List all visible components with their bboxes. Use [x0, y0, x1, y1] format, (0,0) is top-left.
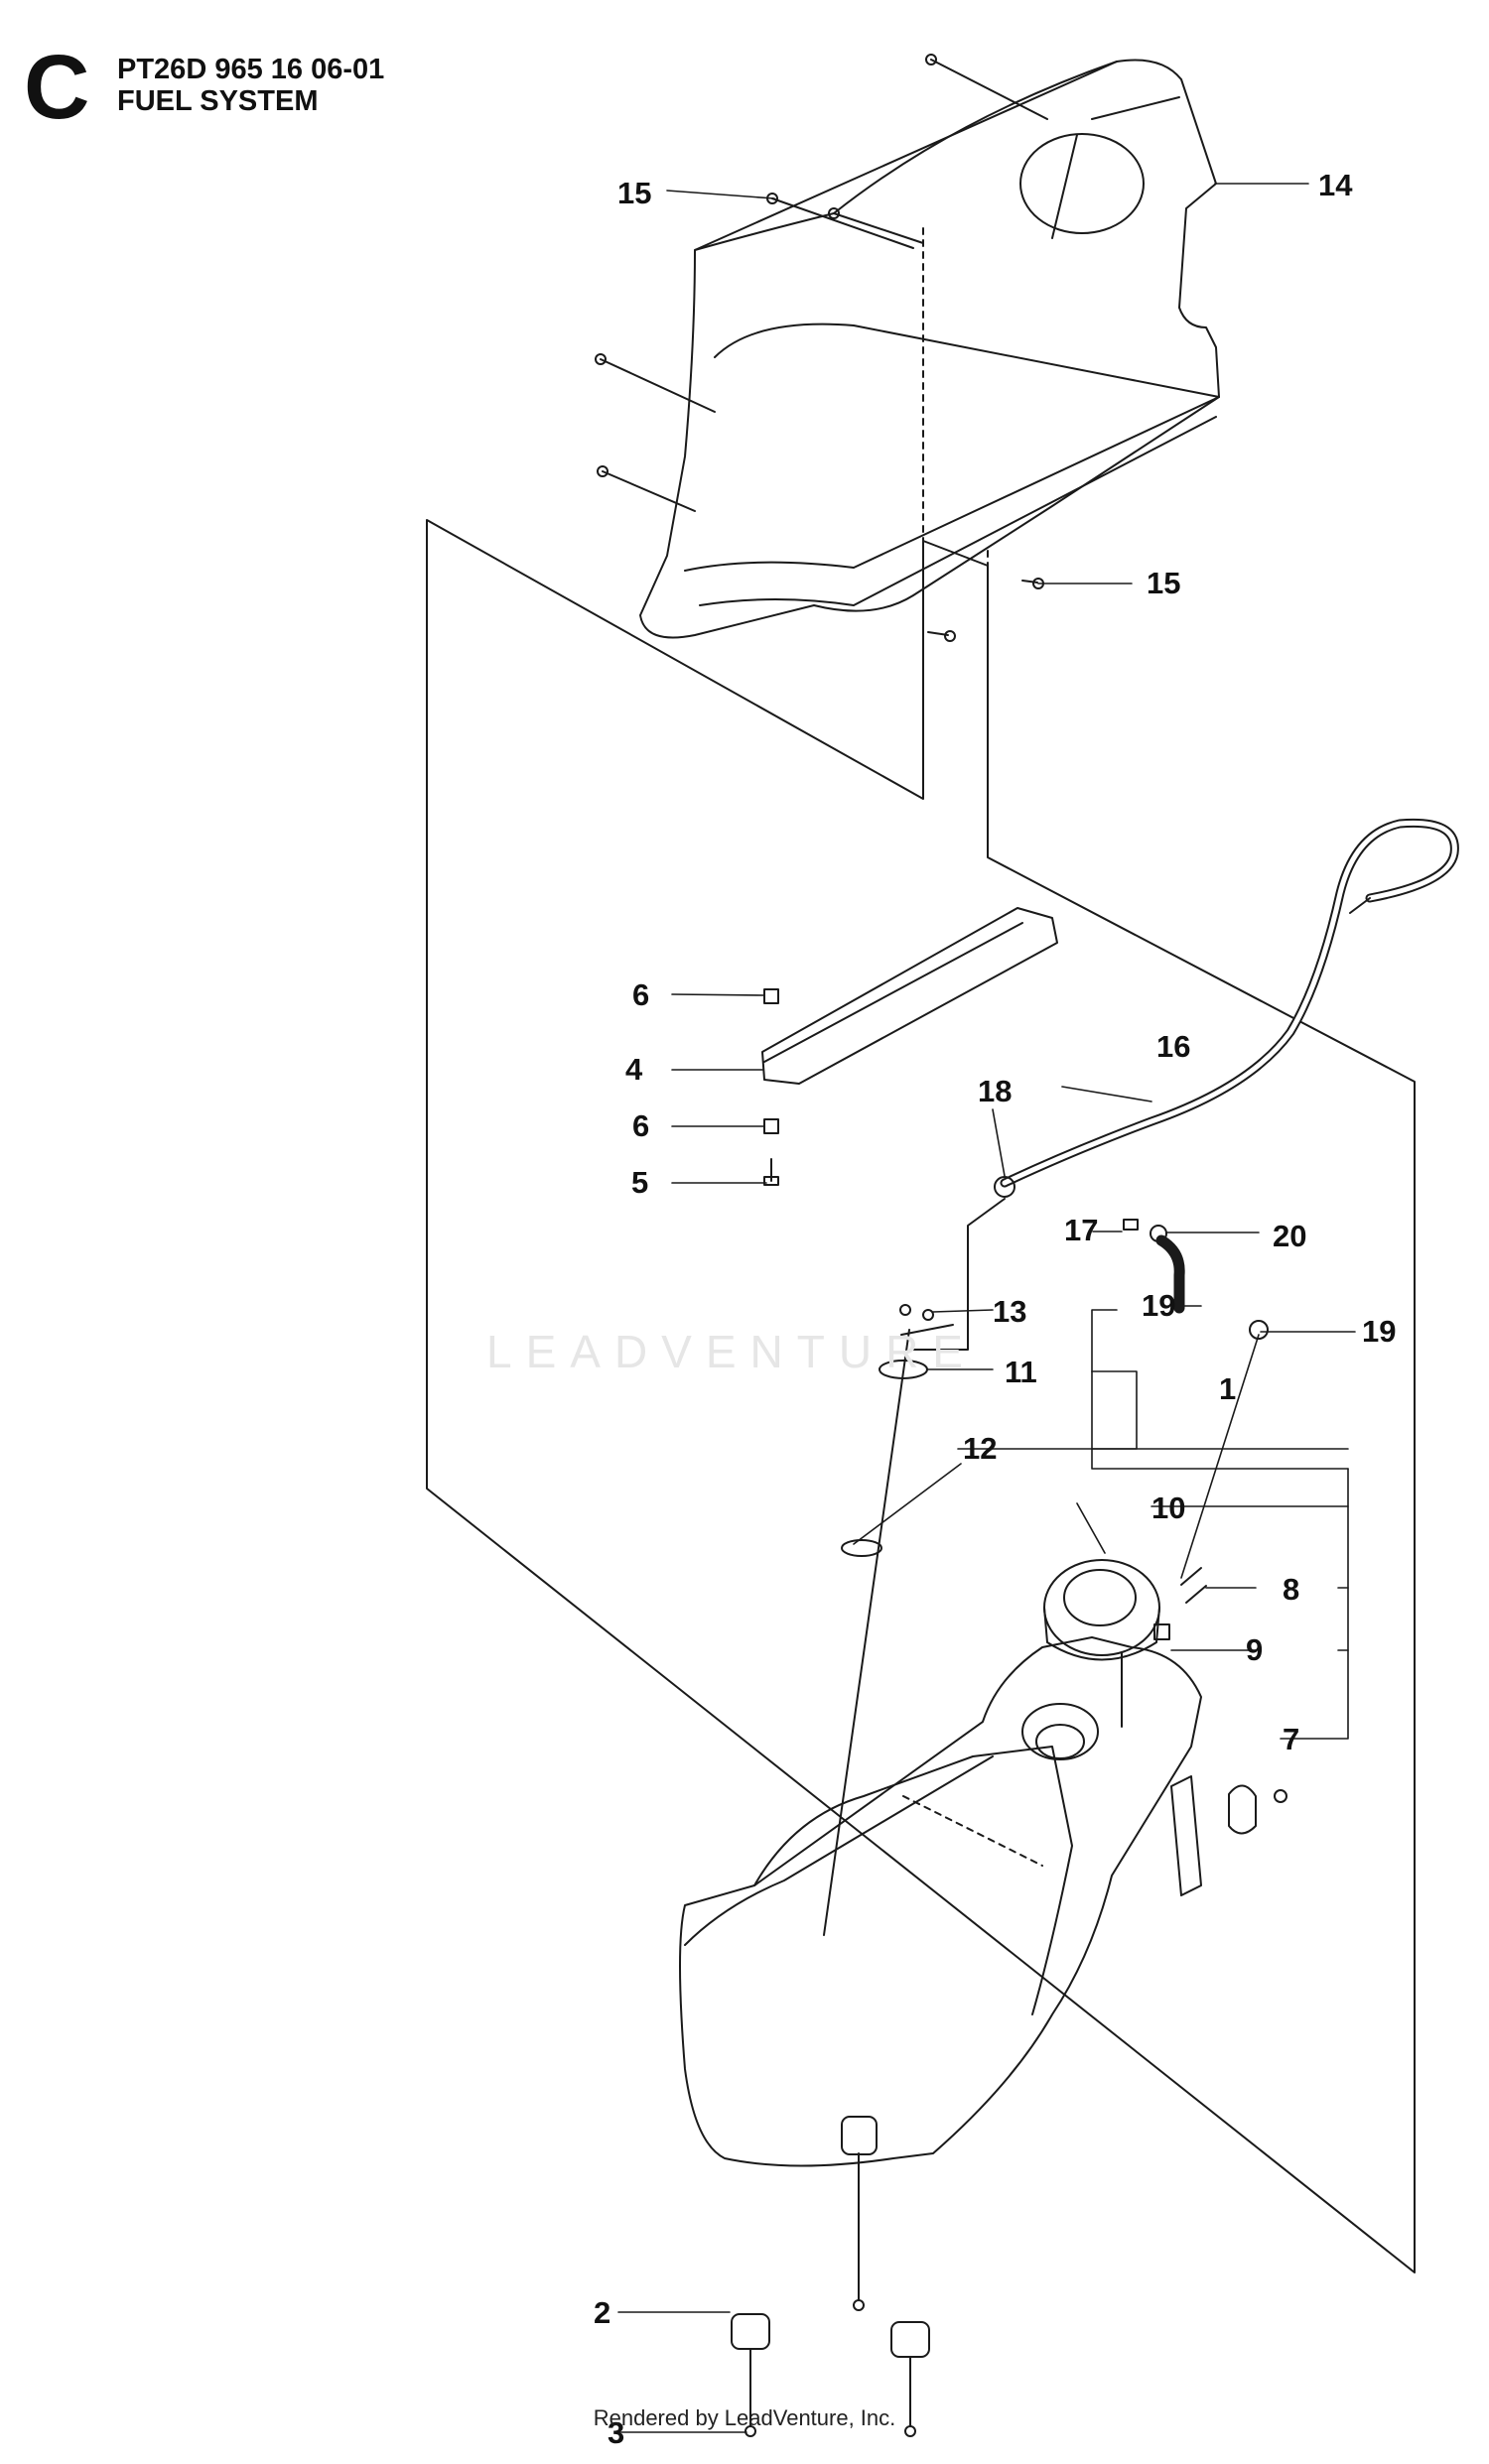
callout-4: 4 [625, 1052, 643, 1087]
callout-9: 9 [1246, 1632, 1263, 1667]
callout-6b: 6 [632, 1108, 649, 1143]
callout-19a: 18 [978, 1074, 1012, 1108]
tank-grommets [731, 1784, 1287, 2437]
callout-15b: 15 [1147, 566, 1180, 600]
callout-20: 20 [1273, 1219, 1306, 1253]
callout-2: 2 [594, 2295, 610, 2330]
callout-14: 14 [1318, 168, 1353, 202]
clip-19-lower [1249, 1320, 1269, 1340]
section-letter: C [24, 37, 90, 138]
pickup-tube [823, 1198, 1006, 1936]
callout-5: 5 [631, 1165, 648, 1200]
callout-labels: 14 15 15 6 4 6 5 18 16 17 20 19 19 13 11… [594, 168, 1396, 2450]
callout-12: 12 [963, 1431, 997, 1466]
engine-cover [639, 59, 1220, 639]
callout-11: 11 [1005, 1355, 1037, 1389]
callout-17: 19 [1142, 1288, 1175, 1323]
callout-8: 8 [1283, 1572, 1299, 1607]
callout-1: 1 [1219, 1371, 1236, 1406]
return-hose [1155, 1234, 1185, 1314]
callout-6a: 6 [632, 977, 649, 1012]
section-title: FUEL SYSTEM [117, 85, 319, 117]
fitting-18 [1123, 1219, 1139, 1231]
mount-rail [761, 907, 1058, 1186]
callout-13: 13 [993, 1294, 1026, 1329]
assembly-frame [426, 519, 1416, 2273]
model-line: PT26D 965 16 06-01 [117, 54, 385, 85]
vent-valve [1153, 1623, 1170, 1640]
callout-18: 17 [1064, 1213, 1098, 1247]
cover-screws [595, 54, 1048, 642]
footer-credit: Rendered by LeadVenture, Inc. [593, 2405, 896, 2430]
hose-clip [994, 1176, 1015, 1198]
vent-fitting [1180, 1567, 1207, 1604]
fuel-cap [1043, 1559, 1160, 1661]
callout-15a: 15 [617, 176, 651, 210]
watermark-text: LEADVENTURE [486, 1326, 977, 1377]
callout-16: 16 [1156, 1029, 1190, 1064]
callout-7: 7 [1283, 1722, 1299, 1756]
callout-10: 10 [1151, 1491, 1185, 1525]
callout-19b: 19 [1362, 1314, 1396, 1349]
fuel-tank [679, 1636, 1202, 2167]
leader-lines [617, 183, 1356, 2433]
frame-dashed-link [922, 227, 989, 800]
callout-3: 3 [608, 2415, 624, 2450]
tank-dashed-link [902, 1795, 1043, 1867]
fuel-hose [1000, 818, 1459, 1188]
